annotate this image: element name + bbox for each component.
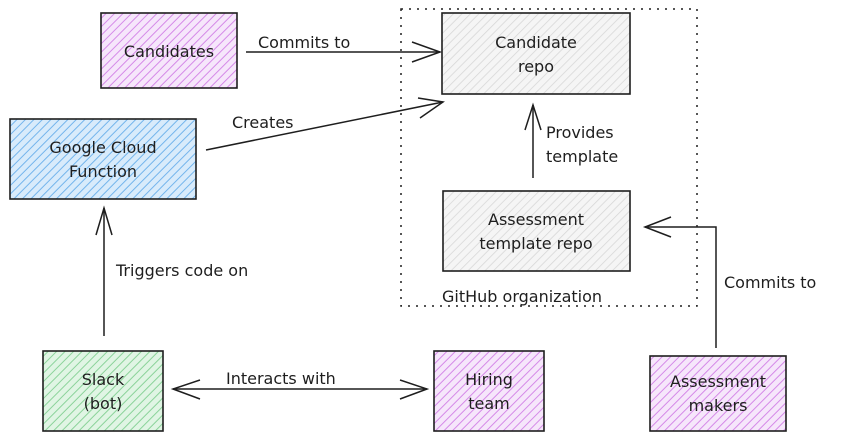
node-label: Assessment [670, 372, 766, 391]
github-organization-group: GitHub organization [400, 8, 698, 307]
edge-label: Commits to [724, 273, 816, 292]
edge-template-provides-candidate-repo [524, 102, 542, 178]
edge-label: Creates [232, 113, 294, 132]
node-label: Function [69, 162, 137, 181]
node-label: Candidate [495, 33, 577, 52]
node-label: template repo [479, 234, 592, 253]
node-label: Candidates [124, 42, 214, 61]
edge-label: Commits to [258, 33, 350, 52]
group-label: GitHub organization [442, 287, 602, 306]
edge-gcf-creates-candidate-repo [205, 97, 445, 151]
node-google-cloud-function[interactable]: Google Cloud Function [9, 118, 197, 200]
node-slack-bot[interactable]: Slack (bot) [42, 350, 164, 432]
node-hiring-team[interactable]: Hiring team [433, 350, 545, 432]
node-label: (bot) [84, 394, 123, 413]
edge-label: Triggers code on [115, 261, 248, 280]
node-label: Hiring [465, 370, 513, 389]
node-assessment-template-repo[interactable]: Assessment template repo [442, 190, 631, 272]
edge-candidates-commits-to-candidate-repo [246, 41, 443, 63]
node-label: makers [689, 396, 748, 415]
edge-makers-commits-to-template-repo [642, 216, 717, 348]
node-label: Slack [82, 370, 125, 389]
node-label: Google Cloud [49, 138, 156, 157]
node-candidates[interactable]: Candidates [100, 12, 238, 89]
node-candidate-repo[interactable]: Candidate repo [441, 12, 631, 95]
edge-slack-interacts-hiring-team [170, 379, 430, 400]
edge-slack-triggers-gcf [95, 205, 113, 336]
edge-label: template [546, 147, 618, 166]
edge-label: Provides [546, 123, 614, 142]
node-assessment-makers[interactable]: Assessment makers [649, 355, 787, 432]
node-label: Assessment [488, 210, 584, 229]
edge-label: Interacts with [226, 369, 336, 388]
node-label: repo [518, 57, 554, 76]
node-label: team [468, 394, 510, 413]
